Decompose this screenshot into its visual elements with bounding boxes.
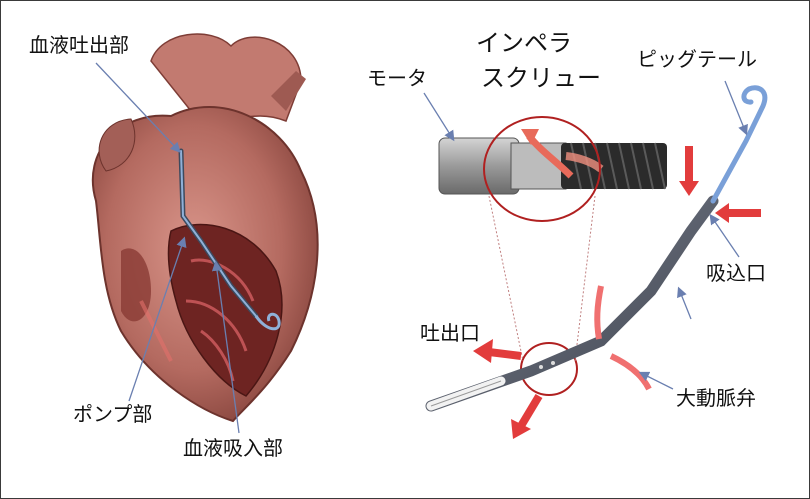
label-impeller-line2: スクリュー — [481, 66, 601, 90]
label-impeller-line1: インペラ — [476, 31, 572, 55]
label-suction-port: 吸込口 — [706, 263, 766, 283]
label-outlet-port: 吐出口 — [420, 323, 480, 343]
heart-illustration — [93, 34, 318, 433]
label-aortic-valve: 大動脈弁 — [676, 388, 756, 408]
label-blood-outlet: 血液吐出部 — [29, 35, 129, 55]
label-pigtail: ピッグテール — [637, 49, 757, 69]
label-blood-inlet: 血液吸入部 — [183, 438, 283, 458]
label-motor: モータ — [367, 68, 427, 88]
label-pump-section: ポンプ部 — [73, 404, 152, 424]
